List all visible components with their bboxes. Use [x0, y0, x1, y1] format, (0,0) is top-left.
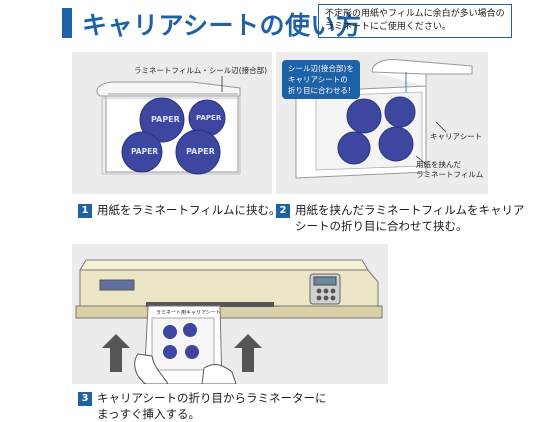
title-accent-bar [62, 8, 72, 38]
circle-text-1: PAPER [151, 115, 180, 124]
step-2-number: 2 [276, 204, 290, 218]
step-2-text-line-2: シートの折り目に合わせて挟む。 [295, 219, 468, 233]
carrier-sheet-illustration [295, 59, 473, 179]
paper-circle-4 [175, 129, 221, 175]
paper-circle-7 [337, 131, 371, 165]
step-2: 2 用紙を挟んだラミネートフィルムをキャリア シートの折り目に合わせて挟む。 [276, 202, 525, 234]
step-3-text-line-2: まっすぐ挿入する。 [97, 407, 201, 421]
illustration-panel-1: ラミネートフィルム・シール辺(接合部) PAPER PAPER PAPER PA… [72, 52, 272, 194]
circle-text-4: PAPER [186, 147, 215, 156]
circle-text-3: PAPER [131, 147, 159, 156]
laminate-film-illustration [96, 76, 241, 175]
carrier-sheet-title: ラミネート用キャリアシート [156, 310, 221, 316]
up-arrow-right-icon [234, 334, 262, 372]
page-title: キャリアシートの使い方 [82, 11, 362, 40]
seal-edge-label: ラミネートフィルム・シール辺(接合部) [134, 66, 268, 75]
laminator-illustration [75, 259, 383, 384]
step-3: 3 キャリアシートの折り目からラミネーターに まっすぐ挿入する。 [78, 390, 327, 422]
fold-callout-line-3: 折り目に合わせる! [288, 86, 352, 95]
circle-text-2: PAPER [196, 114, 222, 122]
step-3-number: 3 [78, 392, 92, 406]
film-label: 用紙を挟んだ ラミネートフィルム [416, 160, 483, 180]
hand-icon [134, 353, 237, 384]
usage-note: 不定形の用紙やフィルムに余白が多い場合の ラミネートにご使用ください。 [318, 4, 512, 38]
illustration-panel-2: シール辺(接合部)を キャリアシートの 折り目に合わせる! キャリアシート 用紙… [276, 52, 488, 194]
illustration-panel-3: ラミネート用キャリアシート [72, 244, 388, 384]
paper-circle-6 [384, 96, 416, 128]
step-1-number: 1 [78, 204, 92, 218]
paper-circle-1 [139, 97, 185, 143]
usage-note-line-2: ラミネートにご使用ください。 [325, 22, 451, 32]
step-1-text: 用紙をラミネートフィルムに挟む。 [97, 203, 281, 217]
paper-circle-3 [121, 131, 163, 173]
usage-note-line-1: 不定形の用紙やフィルムに余白が多い場合の [325, 9, 505, 19]
paper-circle-5 [346, 98, 382, 134]
fold-callout: シール辺(接合部)を キャリアシートの 折り目に合わせる! [282, 60, 360, 99]
step-3-text-line-1: キャリアシートの折り目からラミネーターに [97, 391, 327, 405]
film-label-line-1: 用紙を挟んだ [416, 160, 461, 169]
up-arrow-left-icon [102, 334, 130, 372]
step-2-text-line-1: 用紙を挟んだラミネートフィルムをキャリア [295, 203, 525, 217]
paper-circle-8 [378, 126, 414, 162]
film-label-line-2: ラミネートフィルム [416, 170, 484, 179]
carrier-sheet-label: キャリアシート [430, 132, 483, 141]
fold-callout-line-2: キャリアシートの [288, 75, 348, 84]
step-1: 1 用紙をラミネートフィルムに挟む。 [78, 202, 281, 218]
control-panel [309, 273, 341, 305]
fold-callout-line-1: シール辺(接合部)を [288, 64, 354, 73]
